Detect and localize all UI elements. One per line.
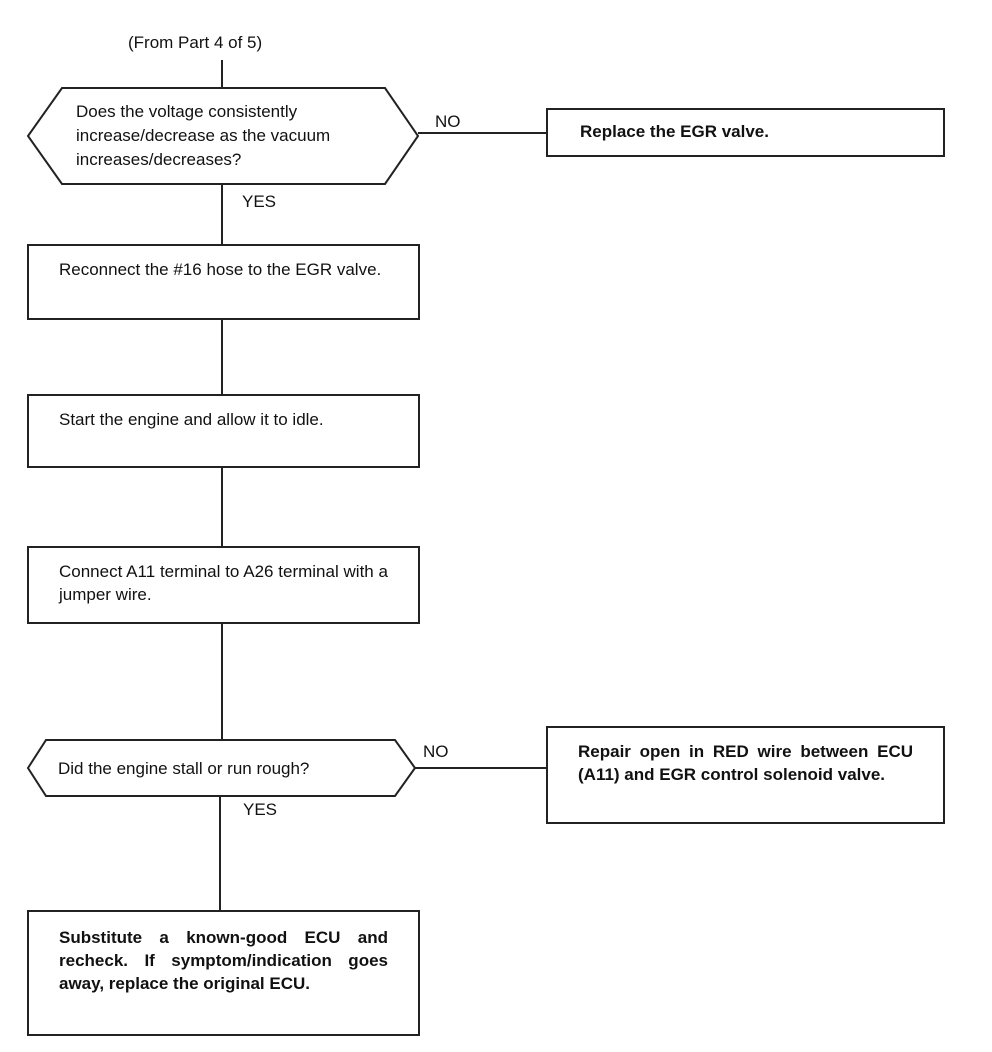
step-connect-jumper: Connect A11 terminal to A26 terminal wit… bbox=[27, 546, 420, 624]
step-1-text: Reconnect the #16 hose to the EGR valve. bbox=[59, 260, 382, 279]
from-part-label: (From Part 4 of 5) bbox=[128, 33, 263, 52]
result-repair-red-wire: Repair open in RED wire between ECU (A11… bbox=[546, 726, 945, 824]
result-1-text: Replace the EGR valve. bbox=[580, 122, 769, 141]
step-3-text: Connect A11 terminal to A26 terminal wit… bbox=[59, 562, 388, 604]
decision-1-shape bbox=[26, 87, 420, 185]
step-substitute-ecu: Substitute a known-good ECU and recheck.… bbox=[27, 910, 420, 1036]
decision-2-yes-label: YES bbox=[243, 800, 278, 819]
result-2-text: Repair open in RED wire between ECU (A11… bbox=[578, 742, 913, 784]
result-replace-egr-valve: Replace the EGR valve. bbox=[546, 108, 945, 157]
decision-2-text: Did the engine stall or run rough? bbox=[58, 759, 310, 778]
decision-1-text: Does the voltage consistently increase/d… bbox=[76, 102, 331, 169]
step-start-engine: Start the engine and allow it to idle. bbox=[27, 394, 420, 468]
step-4-text: Substitute a known-good ECU and recheck.… bbox=[59, 928, 388, 993]
step-reconnect-hose: Reconnect the #16 hose to the EGR valve. bbox=[27, 244, 420, 320]
decision-2-no-label: NO bbox=[423, 742, 449, 761]
decision-1-yes-label: YES bbox=[242, 192, 277, 211]
decision-1-no-label: NO bbox=[435, 112, 461, 131]
step-2-text: Start the engine and allow it to idle. bbox=[59, 410, 324, 429]
